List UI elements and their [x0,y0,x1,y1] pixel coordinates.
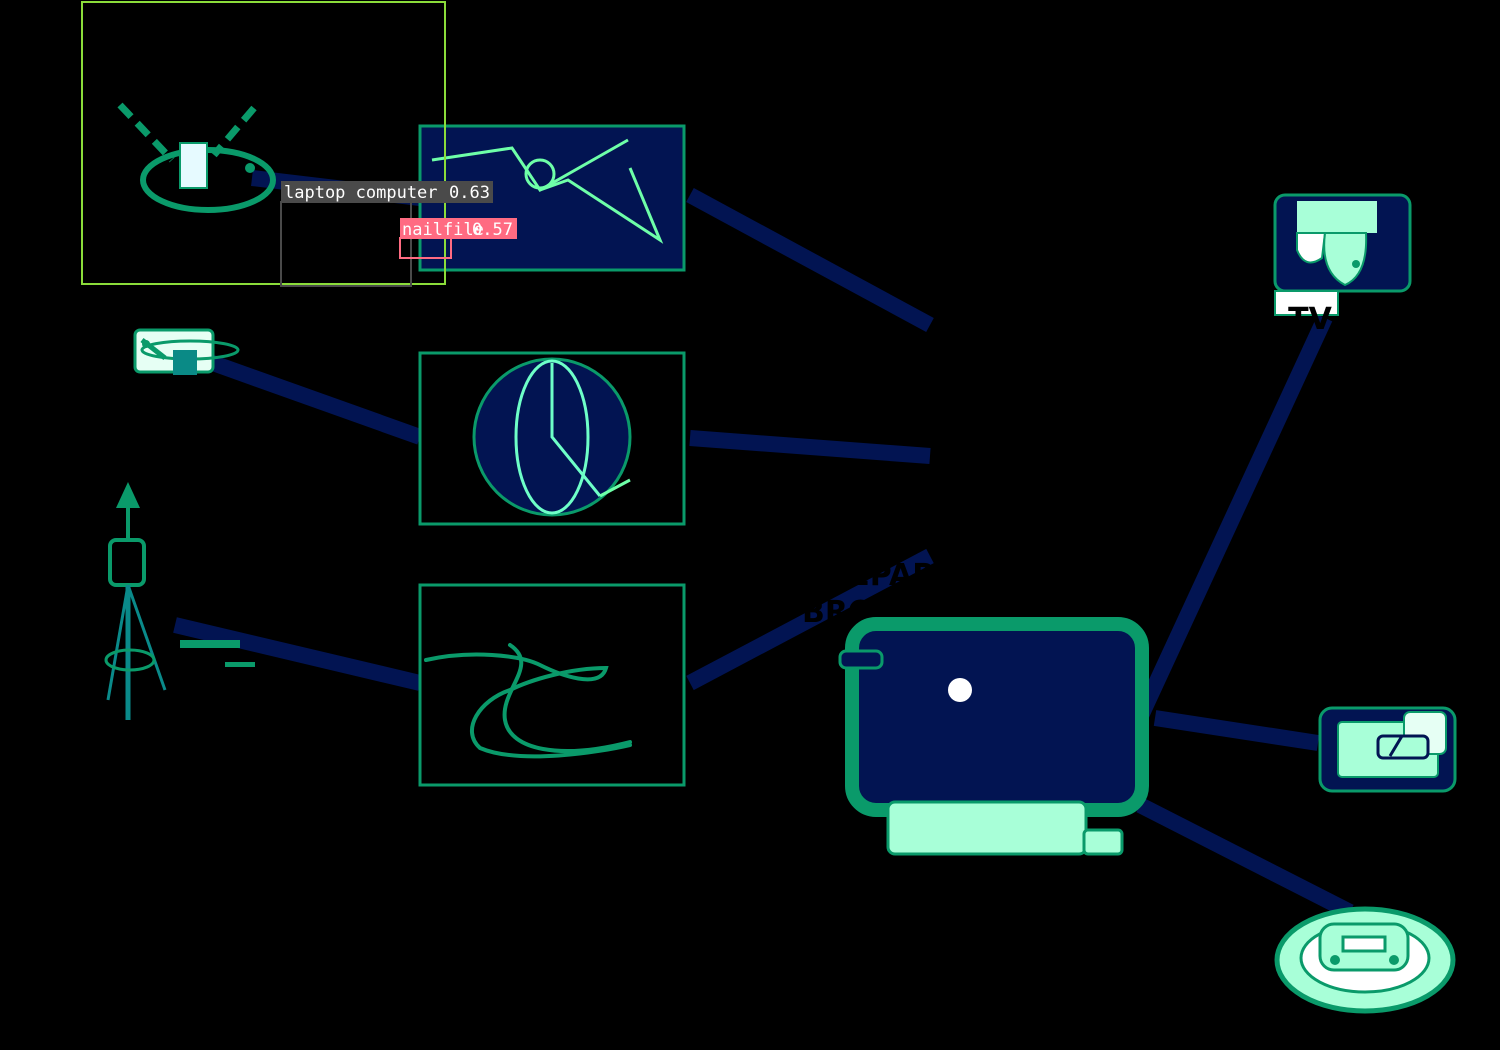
camera-icon [117,102,276,213]
detection-nailfile-label: nailfile [402,220,484,240]
connector-computer-radio [1136,797,1354,920]
clock-icon [472,357,632,517]
computer-icon [838,617,1149,856]
detection-outer-box [81,1,446,285]
detection-nailfile-score: 0.57 [472,220,513,240]
detection-nailfile: nailfile 0.57 [399,218,517,259]
recording-panel: RECORDING [418,101,686,272]
compilation-panel-icon [424,643,632,759]
tv-icon: TV [1273,193,1412,337]
connector-clock-hub [689,430,931,464]
recording-panel-icon [431,138,664,244]
laptop-icon [1318,706,1457,793]
detection-laptop-score: 0.63 [449,183,490,203]
detection-laptop-computer: laptop computer 0.63 [280,181,493,287]
small-device-icon [133,328,240,375]
antenna-tower-icon [104,482,255,720]
tv-label: TV [1288,302,1332,337]
detection-overlays: laptop computer 0.63 nailfile 0.57 [81,1,517,287]
clock-panel [418,351,686,526]
connectors [173,170,1354,920]
connector-compilation-hub [686,548,934,691]
connector-tower-compilation [173,617,422,691]
broadcast-label-line1: PREPARE [804,558,956,593]
connector-recording-hub [686,187,934,333]
compilation-panel: Compilation [418,583,686,819]
compilation-label: Compilation [457,786,646,819]
connector-computer-tv [1132,314,1333,722]
connector-device-clock [207,354,423,445]
detection-laptop-label: laptop computer [284,183,438,203]
connector-computer-laptop [1153,710,1320,751]
radio-icon [1274,906,1456,1014]
